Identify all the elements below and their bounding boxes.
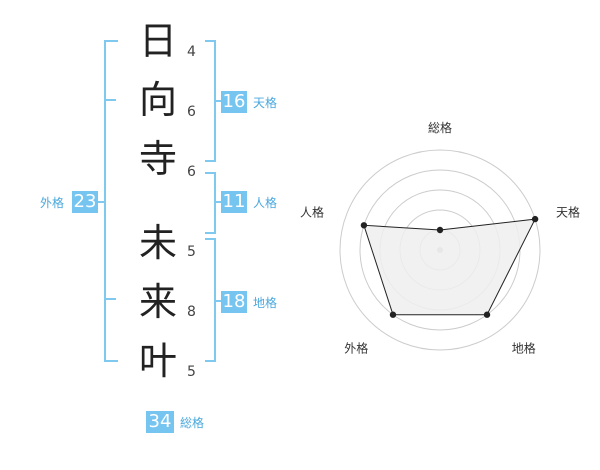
radar-grid-ring (339, 149, 541, 351)
bracket-connector (215, 201, 222, 203)
name-char-1: 日 (138, 19, 177, 63)
stroke-count-5: 8 (187, 304, 196, 320)
jinkaku-bracket (205, 172, 216, 234)
bracket-tick (104, 99, 116, 101)
radar-axis-label-1: 総格 (428, 120, 452, 135)
stroke-count-6: 5 (187, 364, 196, 380)
radar-point-1 (436, 226, 444, 234)
jinkaku-label: 人格 (253, 196, 278, 210)
bracket-tick (104, 298, 116, 300)
soukaku-label: 総格 (180, 416, 205, 430)
gaikaku-value-badge: 23 (72, 191, 98, 213)
stroke-count-4: 5 (187, 244, 196, 260)
radar-point-2 (531, 215, 539, 223)
name-char-6: 叶 (138, 339, 177, 383)
stroke-count-2: 6 (187, 104, 196, 120)
stroke-count-3: 6 (187, 164, 196, 180)
bracket-connector (96, 201, 106, 203)
radar-data-area (363, 218, 536, 316)
radar-point-5 (360, 222, 368, 229)
stroke-count-1: 4 (187, 44, 196, 60)
radar-axis-label-5: 人格 (300, 204, 324, 219)
radar-axis-label-2: 天格 (556, 204, 580, 219)
radar-axis-label-3: 地格 (512, 341, 536, 356)
bracket-connector (215, 300, 222, 302)
tenkaku-label: 天格 (253, 96, 278, 110)
chikaku-label: 地格 (253, 296, 278, 310)
radar-axis-label-4: 外格 (344, 341, 368, 356)
name-char-5: 来 (138, 280, 177, 324)
radar-point-4 (389, 311, 397, 318)
bracket-connector (215, 100, 222, 102)
jinkaku-value-badge: 11 (221, 191, 247, 213)
tenkaku-value-badge: 16 (221, 91, 247, 113)
chikaku-value-badge: 18 (221, 291, 247, 313)
soukaku-value-badge: 34 (146, 411, 174, 433)
name-char-4: 未 (138, 221, 177, 265)
name-char-3: 寺 (138, 137, 177, 181)
name-char-2: 向 (138, 78, 177, 122)
gaikaku-label: 外格 (40, 196, 65, 210)
radar-point-3 (483, 311, 491, 318)
